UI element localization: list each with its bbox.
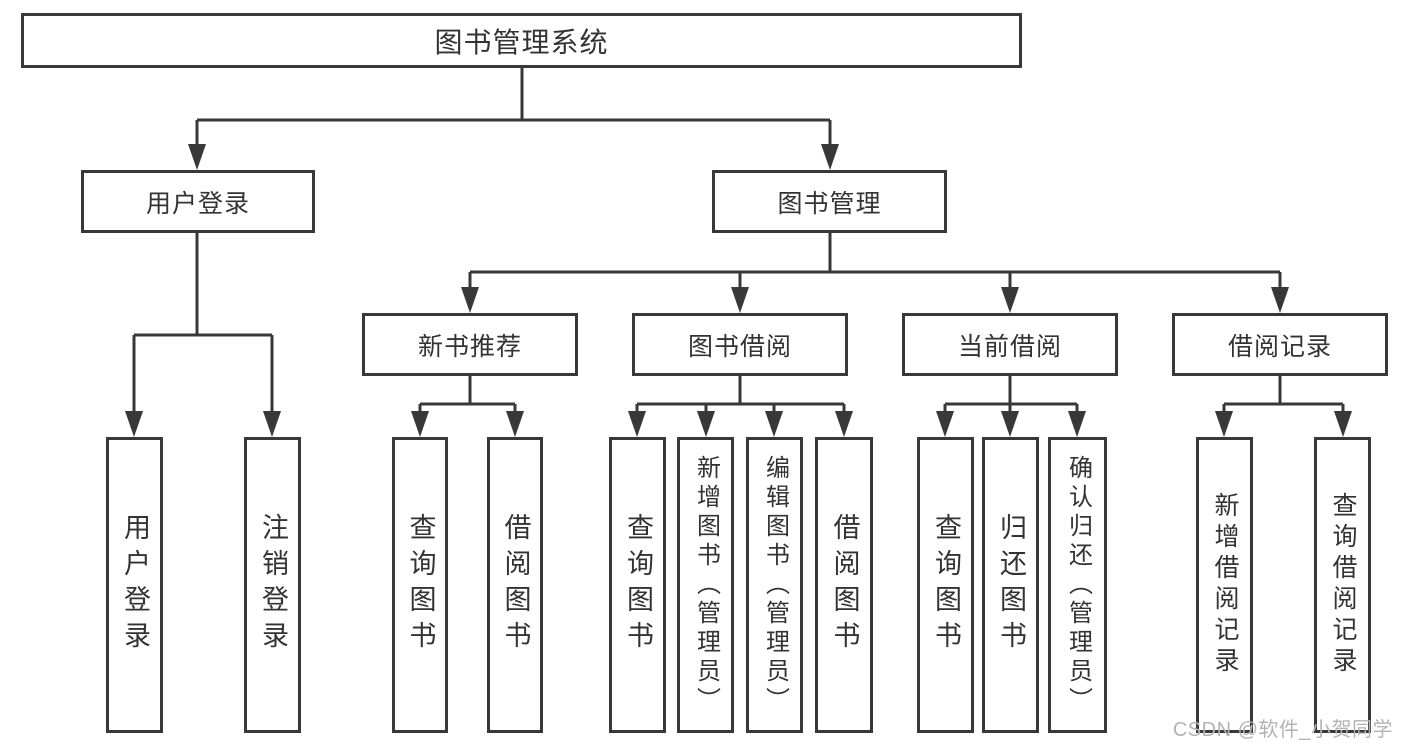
connector-root-to-level2 — [188, 68, 839, 170]
node-user-login: 用户登录 — [81, 170, 315, 233]
node-label: 图书管理 — [777, 189, 882, 218]
leaf-borrowing-edit-book-admin: 编辑图书（管理员） — [746, 437, 803, 733]
leaf-borrowing-add-book-admin: 新增图书（管理员） — [677, 437, 734, 733]
leaf-current-return-books: 归还图书 — [982, 437, 1039, 733]
node-label: 查询图书 — [405, 513, 436, 657]
node-label: 图书借阅 — [687, 332, 792, 361]
node-label: 图书管理系统 — [434, 26, 609, 58]
node-label: 查询图书 — [623, 513, 653, 657]
leaf-current-confirm-return-admin: 确认归还（管理员） — [1048, 437, 1107, 733]
node-label: 借阅图书 — [500, 513, 531, 657]
node-label: 新增借阅记录 — [1211, 492, 1239, 678]
node-label: 借阅图书 — [829, 513, 860, 657]
leaf-current-query-books: 查询图书 — [917, 437, 974, 733]
connector-borrow-records-children — [1215, 376, 1352, 437]
connector-book-management-children — [461, 233, 1289, 313]
node-label: 查询借阅记录 — [1329, 492, 1357, 678]
node-label: 新书推荐 — [417, 332, 522, 361]
leaf-newbooks-query-books: 查询图书 — [392, 437, 448, 733]
connector-current-borrowing-children — [936, 376, 1086, 437]
node-book-management: 图书管理 — [712, 170, 947, 233]
leaf-borrowing-borrow-books: 借阅图书 — [815, 437, 873, 733]
node-label: 查询图书 — [931, 513, 961, 657]
node-label: 当前借阅 — [957, 332, 1062, 361]
leaf-records-query-record: 查询借阅记录 — [1314, 437, 1371, 733]
leaf-logout: 注销登录 — [244, 437, 301, 733]
node-label: 借阅记录 — [1227, 332, 1332, 361]
node-label: 用户登录 — [120, 513, 150, 657]
connector-book-borrowing-children — [628, 376, 853, 437]
connector-new-book-recommend-children — [411, 376, 524, 437]
node-label: 新增图书（管理员） — [692, 454, 720, 716]
leaf-newbooks-borrow-books: 借阅图书 — [487, 437, 543, 733]
leaf-borrowing-query-books: 查询图书 — [609, 437, 666, 733]
node-root: 图书管理系统 — [21, 13, 1022, 68]
node-label: 用户登录 — [145, 189, 250, 218]
node-label: 编辑图书（管理员） — [761, 454, 789, 716]
node-book-borrowing: 图书借阅 — [632, 313, 848, 376]
node-label: 归还图书 — [996, 513, 1026, 657]
leaf-records-add-record: 新增借阅记录 — [1196, 437, 1253, 733]
node-current-borrowing: 当前借阅 — [902, 313, 1118, 376]
leaf-user-login: 用户登录 — [106, 437, 163, 733]
node-label: 确认归还（管理员） — [1064, 454, 1092, 716]
csdn-watermark: CSDN @软件_小贺同学 — [1172, 719, 1393, 741]
connector-user-login-children — [125, 233, 281, 437]
node-new-book-recommend: 新书推荐 — [362, 313, 578, 376]
node-label: 注销登录 — [258, 513, 288, 657]
node-borrow-records: 借阅记录 — [1172, 313, 1388, 376]
